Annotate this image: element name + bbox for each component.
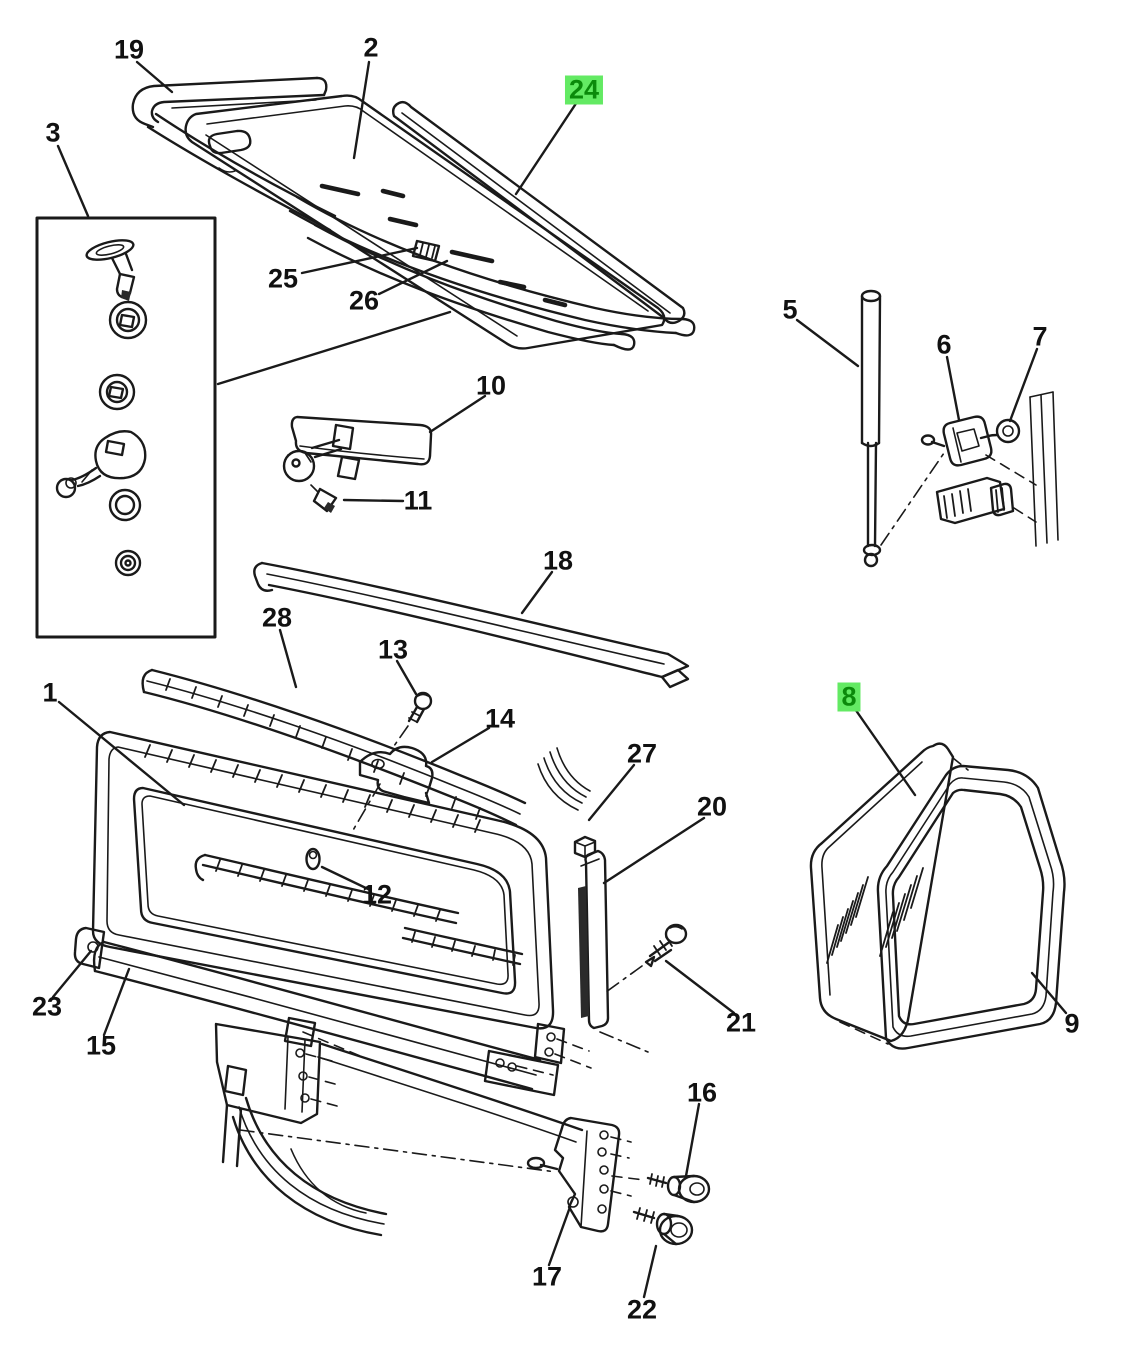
- gas-strut-drawing: [860, 289, 945, 568]
- lower-seal-drawing: [288, 195, 696, 351]
- strut-bracket-drawing: [920, 415, 1037, 486]
- part-label-18: 18: [542, 545, 574, 576]
- windshield-frame-drawing: [91, 730, 592, 1069]
- part-label-11: 11: [403, 485, 433, 516]
- part-label-25: 25: [267, 263, 299, 294]
- screw-13-drawing: [393, 691, 433, 747]
- glass-panel-drawing: [184, 94, 666, 350]
- part-label-10: 10: [475, 370, 507, 401]
- hardware-kit-box: [35, 216, 217, 639]
- frame-seal-drawing: [141, 668, 527, 827]
- quarter-glass-drawing: [809, 742, 969, 1045]
- part-label-1: 1: [42, 677, 58, 708]
- hinge-bracket-drawing: [526, 1116, 632, 1233]
- part-label-6: 6: [936, 329, 952, 360]
- part-label-9: 9: [1064, 1008, 1080, 1039]
- door-frame-drawing: [935, 391, 1059, 547]
- part-label-20: 20: [696, 791, 728, 822]
- part-label-17: 17: [531, 1261, 563, 1292]
- strut-bolt-drawing: [979, 418, 1021, 444]
- part-label-24[interactable]: 24: [564, 75, 604, 105]
- part-label-22: 22: [626, 1294, 658, 1325]
- screw-21-drawing: [605, 923, 688, 993]
- part-label-8[interactable]: 8: [837, 682, 861, 712]
- part-label-23: 23: [31, 991, 63, 1022]
- header-strip-drawing: [253, 561, 690, 689]
- quarter-seal-drawing: [876, 764, 1066, 1050]
- part-label-7: 7: [1032, 321, 1048, 352]
- part-label-28: 28: [261, 602, 293, 633]
- part-label-19: 19: [113, 34, 145, 65]
- leader-lines: [51, 60, 1068, 1299]
- part-label-26: 26: [348, 285, 380, 316]
- sill-drawing: [73, 926, 542, 1091]
- part-label-21: 21: [725, 1007, 757, 1038]
- part-label-16: 16: [686, 1077, 718, 1108]
- part-label-5: 5: [782, 294, 798, 325]
- header-seal-drawing: [131, 76, 337, 232]
- mirror-drawing: [282, 415, 433, 513]
- side-molding-drawing: [391, 100, 686, 325]
- bolt-22-drawing: [632, 1207, 694, 1246]
- part-label-3: 3: [45, 117, 61, 148]
- part-label-27: 27: [626, 738, 658, 769]
- part-label-14: 14: [484, 703, 516, 734]
- part-label-15: 15: [85, 1030, 117, 1061]
- part-label-2: 2: [363, 32, 379, 63]
- channel-20-drawing: [578, 849, 649, 1053]
- body-cowl-drawing: [214, 1022, 584, 1237]
- part-label-13: 13: [377, 634, 409, 665]
- part-label-12: 12: [361, 879, 393, 910]
- bolt-16-drawing: [611, 1173, 711, 1204]
